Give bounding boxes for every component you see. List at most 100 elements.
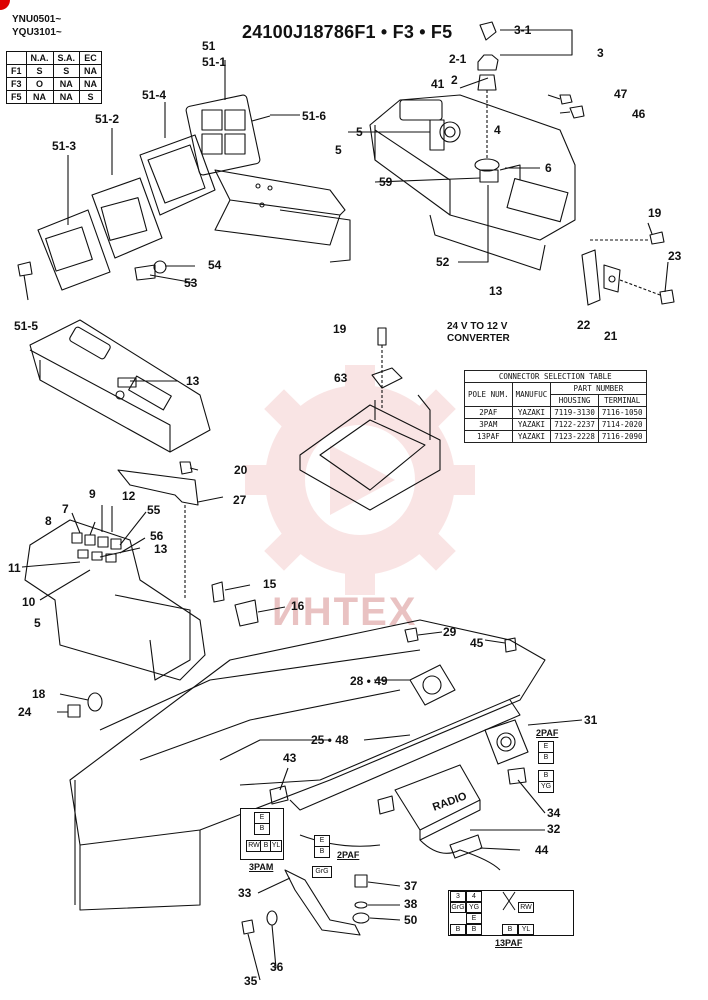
plug-3pam-label: 3PAM: [249, 862, 274, 872]
callout-44: 44: [535, 843, 549, 857]
spec-table: N.A. S.A. EC F1 S S NA F3 O NA NA F5 NA …: [6, 51, 103, 104]
connector-cell: 7122-2237: [550, 418, 599, 431]
callout-3: 3: [597, 46, 604, 60]
callout-46: 46: [632, 107, 646, 121]
spec-cell: S: [79, 90, 103, 104]
spec-cell: NA: [25, 90, 54, 104]
callout-10: 10: [22, 595, 36, 609]
connector-col-manuf: MANUFUC: [511, 382, 552, 407]
callout-35: 35: [244, 974, 258, 988]
callout-15: 15: [263, 577, 277, 591]
callout-25-48: 25 • 48: [311, 733, 349, 747]
connector-table-title: CONNECTOR SELECTION TABLE: [464, 370, 647, 383]
plug-cell: YG: [538, 781, 554, 793]
connector-cell: YAZAKI: [511, 418, 552, 431]
callout-5-lower: 5: [34, 616, 41, 630]
callout-33: 33: [238, 886, 252, 900]
callout-51-6: 51-6: [302, 109, 327, 123]
callout-13-switch: 13: [154, 542, 168, 556]
callout-36: 36: [270, 960, 284, 974]
connector-cell: 7123-2228: [550, 430, 599, 443]
callout-50: 50: [404, 913, 418, 927]
callout-51: 51: [202, 39, 216, 53]
connector-col-terminal: TERMINAL: [597, 394, 647, 407]
plug-cell: 3: [450, 891, 466, 902]
callout-22: 22: [577, 318, 591, 332]
serial-range-1: YNU0501~: [12, 14, 62, 25]
watermark-text: ИНТЕХ: [272, 590, 418, 634]
plug-13paf-label: 13PAF: [495, 938, 523, 948]
plug-cell: RW: [518, 902, 534, 913]
converter-label-line2: CONVERTER: [447, 333, 510, 344]
callout-32: 32: [547, 822, 561, 836]
switch-console-part: [24, 519, 206, 681]
callout-43: 43: [283, 751, 297, 765]
connector-cell: 7116-2090: [597, 430, 647, 443]
callout-59: 59: [379, 175, 393, 189]
callout-16: 16: [291, 599, 305, 613]
callout-23: 23: [668, 249, 682, 263]
callout-47: 47: [614, 87, 628, 101]
plug-cell: E: [466, 913, 482, 924]
plug-cell: 4: [466, 891, 482, 902]
callout-56: 56: [150, 529, 164, 543]
callout-31: 31: [584, 713, 598, 727]
callout-13-console: 13: [186, 374, 200, 388]
callout-51-1: 51-1: [202, 55, 227, 69]
side-console-part: [29, 319, 211, 453]
callout-52: 52: [436, 255, 450, 269]
spec-cell: S: [52, 64, 81, 78]
callout-7: 7: [62, 502, 69, 516]
corner-mark: [0, 0, 10, 10]
plug-cell: B: [538, 752, 554, 764]
connector-cell: 13PAF: [464, 430, 513, 443]
page-title: 24100J18786F1 • F3 • F5: [242, 22, 453, 42]
connector-col-housing: HOUSING: [550, 394, 599, 407]
connector-selection-table: CONNECTOR SELECTION TABLE POLE NUM. MANU…: [464, 370, 647, 443]
spec-cell: NA: [79, 77, 103, 91]
callout-19-converter: 19: [333, 322, 347, 336]
rear-console-part: [369, 94, 576, 271]
plug-2paf-mid-label: 2PAF: [337, 850, 360, 860]
plug-cell: B: [450, 924, 466, 935]
converter-label: 24 V TO 12 V CONVERTER: [447, 321, 510, 345]
callout-12: 12: [122, 489, 136, 503]
converter-label-line1: 24 V TO 12 V: [447, 321, 508, 332]
callout-51-4: 51-4: [142, 88, 167, 102]
callout-3-1: 3-1: [514, 23, 532, 37]
connector-cell: 7116-1050: [597, 406, 647, 419]
plug-cell: GrG: [312, 866, 332, 878]
callout-20: 20: [234, 463, 248, 477]
callout-24: 24: [18, 705, 32, 719]
spec-cell: NA: [79, 64, 103, 78]
callout-11: 11: [8, 561, 21, 575]
spec-cell: O: [25, 77, 54, 91]
callout-54: 54: [208, 258, 222, 272]
callout-4: 4: [494, 123, 501, 137]
connector-col-part: PART NUMBER: [550, 382, 647, 395]
callout-6: 6: [545, 161, 552, 175]
spec-header-cell: [6, 51, 27, 65]
spec-header-cell: N.A.: [25, 51, 54, 65]
spec-cell: NA: [52, 90, 81, 104]
callout-2-1: 2-1: [449, 52, 467, 66]
plug-cell: YL: [518, 924, 534, 935]
connector-cell: 2PAF: [464, 406, 513, 419]
connector-cell: 7119-3130: [550, 406, 599, 419]
cab-frame-part: [69, 619, 546, 911]
spec-cell: NA: [52, 77, 81, 91]
spec-cell: F5: [6, 90, 27, 104]
gear-watermark-icon: [245, 365, 475, 595]
spec-cell: F3: [6, 77, 27, 91]
blank-terminal-mark-icon: [502, 891, 516, 911]
plug-cell: B: [466, 924, 482, 935]
callout-18: 18: [32, 687, 46, 701]
callout-51-2: 51-2: [95, 112, 120, 126]
connector-col-pole: POLE NUM.: [464, 382, 513, 407]
connector-cell: YAZAKI: [511, 430, 552, 443]
plug-cell: YL: [270, 840, 282, 852]
serial-range-2: YQU3101~: [12, 27, 62, 38]
callout-38: 38: [404, 897, 418, 911]
callout-8: 8: [45, 514, 52, 528]
